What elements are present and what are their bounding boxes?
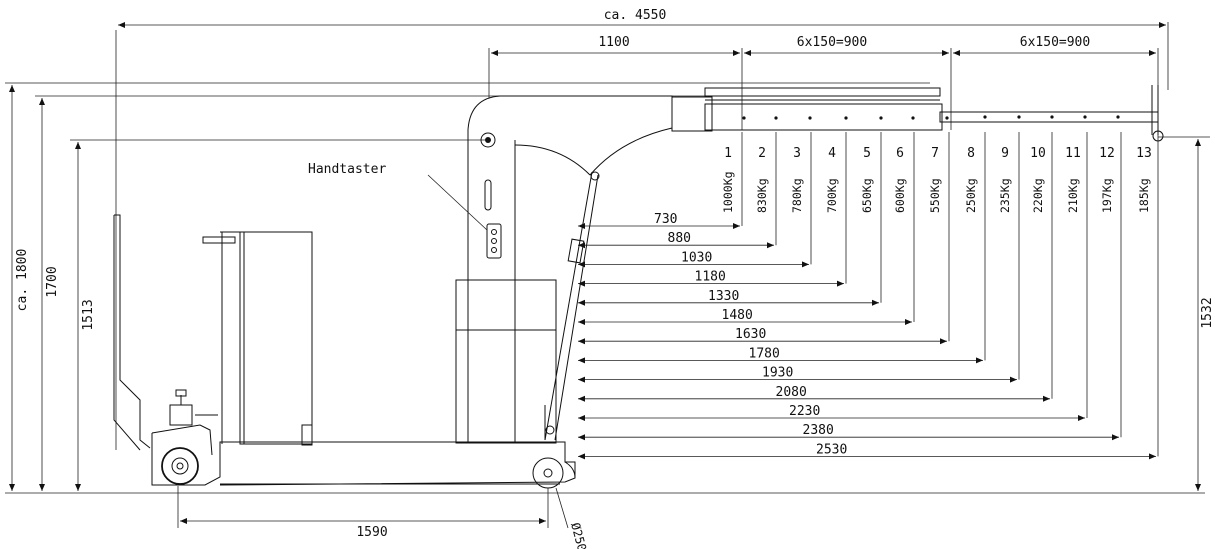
position-capacity: 197Kg: [1100, 178, 1114, 213]
reach-label: 1030: [681, 250, 712, 265]
wheelbase-label: 1590: [356, 525, 387, 540]
position-capacity: 235Kg: [998, 178, 1012, 213]
position-number: 6: [896, 146, 904, 161]
position-capacity: 185Kg: [1137, 178, 1151, 213]
position-number: 2: [758, 146, 766, 161]
position-capacity: 600Kg: [893, 178, 907, 213]
position-capacity: 1000Kg: [721, 171, 735, 213]
reach-label: 1930: [762, 366, 793, 381]
wheel-diameter-label: Ø250: [568, 521, 589, 549]
height-1700-label: 1700: [45, 266, 60, 297]
position-number: 3: [793, 146, 801, 161]
height-1513-label: 1513: [81, 299, 96, 330]
position-number: 12: [1099, 146, 1115, 161]
reach-label: 1780: [749, 346, 780, 361]
reach-label: 2530: [816, 442, 847, 457]
position-number: 4: [828, 146, 836, 161]
height-1800-label: ca. 1800: [15, 249, 30, 312]
position-number: 5: [863, 146, 871, 161]
reach-label: 2080: [776, 385, 807, 400]
top-dimensions: 1100 6x150=900 6x150=900: [488, 35, 1159, 130]
position-capacity: 550Kg: [928, 178, 942, 213]
height-right-dimension: 1532: [1158, 136, 1215, 491]
position-number: 13: [1136, 146, 1152, 161]
height-dimensions: ca. 1800 1700 1513: [5, 82, 1205, 494]
position-number: 9: [1001, 146, 1009, 161]
reach-label: 1180: [695, 270, 726, 285]
reach-label: 2230: [789, 404, 820, 419]
reach-label: 880: [668, 231, 691, 246]
reach-label: 730: [654, 212, 677, 227]
reach-label: 1330: [708, 289, 739, 304]
boom-holes: [742, 115, 1120, 120]
load-positions: 1 1000Kg 730 2 830Kg 880 3 780Kg 1030 4 700Kg 1180 5…: [578, 132, 1159, 460]
position-capacity: 830Kg: [755, 178, 769, 213]
position-capacity: 210Kg: [1066, 178, 1080, 213]
position-number: 8: [967, 146, 975, 161]
handtaster-label: Handtaster: [308, 162, 386, 177]
bottom-dimensions: 1590 Ø250: [177, 486, 589, 549]
position-capacity: 700Kg: [825, 178, 839, 213]
top-dim-inner: 6x150=900: [797, 35, 867, 50]
crane-body: [113, 85, 1164, 489]
position-number: 7: [931, 146, 939, 161]
reach-label: 1630: [735, 327, 766, 342]
top-dim-1100: 1100: [598, 35, 629, 50]
position-number: 1: [724, 146, 732, 161]
position-number: 10: [1030, 146, 1046, 161]
overall-length-label: ca. 4550: [604, 8, 667, 23]
height-1532-label: 1532: [1200, 297, 1215, 328]
reach-label: 2380: [803, 423, 834, 438]
position-capacity: 650Kg: [860, 178, 874, 213]
position-capacity: 250Kg: [964, 178, 978, 213]
position-capacity: 780Kg: [790, 178, 804, 213]
position-number: 11: [1065, 146, 1081, 161]
overall-length-dimension: ca. 4550: [115, 8, 1169, 450]
reach-label: 1480: [722, 308, 753, 323]
top-dim-outer: 6x150=900: [1020, 35, 1090, 50]
position-capacity: 220Kg: [1031, 178, 1045, 213]
handtaster-control: Handtaster: [308, 162, 502, 259]
